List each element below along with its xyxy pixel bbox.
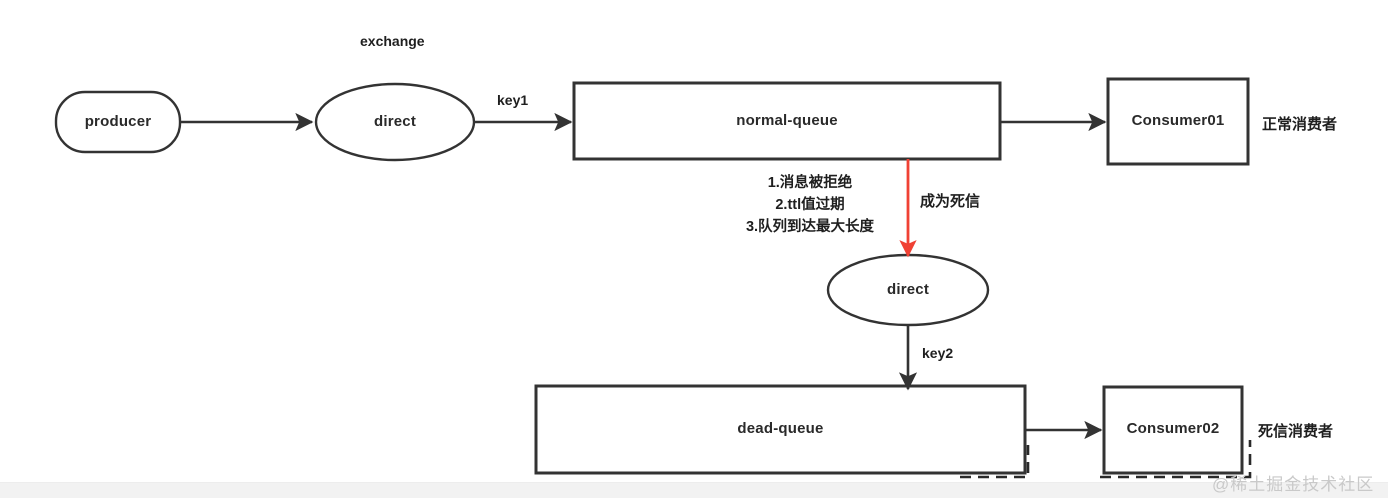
producer-shape[interactable] xyxy=(54,90,182,154)
watermark-text: @稀土掘金技术社区 xyxy=(1212,475,1375,494)
dead-queue-shape[interactable] xyxy=(534,384,1027,475)
exchange-direct-top-label: direct xyxy=(373,113,417,130)
bottom-bar xyxy=(0,482,1388,498)
routing-key2-label: key2 xyxy=(922,345,954,361)
consumer02-shape[interactable] xyxy=(1102,385,1244,475)
producer-label: producer xyxy=(84,113,152,130)
dead-letter-reason-2: 2.ttl值过期 xyxy=(775,197,845,213)
exchange-direct-bottom-label: direct xyxy=(886,281,930,298)
consumer02-label: Consumer02 xyxy=(1126,420,1220,437)
dead-letter-reasons: 1.消息被拒绝 2.ttl值过期 3.队列到达最大长度 xyxy=(735,172,885,238)
consumer01-shape[interactable] xyxy=(1106,77,1250,166)
routing-key1-label: key1 xyxy=(497,92,529,108)
dead-queue-label: dead-queue xyxy=(737,420,824,437)
dead-letter-reason-3: 3.队列到达最大长度 xyxy=(745,219,875,235)
dead-letter-reason-1: 1.消息被拒绝 xyxy=(767,175,853,191)
normal-consumer-label: 正常消费者 xyxy=(1262,116,1338,133)
exchange-caption: exchange xyxy=(360,33,425,49)
consumer02-dashed-outline xyxy=(1100,440,1252,479)
dead-letter-consumer-label: 死信消费者 xyxy=(1258,423,1334,440)
normal-queue-label: normal-queue xyxy=(736,112,838,129)
become-dead-letter-label: 成为死信 xyxy=(920,193,981,210)
dead-queue-dashed-outline xyxy=(960,445,1030,479)
normal-queue-shape[interactable] xyxy=(572,81,1002,161)
consumer01-label: Consumer01 xyxy=(1131,112,1225,129)
